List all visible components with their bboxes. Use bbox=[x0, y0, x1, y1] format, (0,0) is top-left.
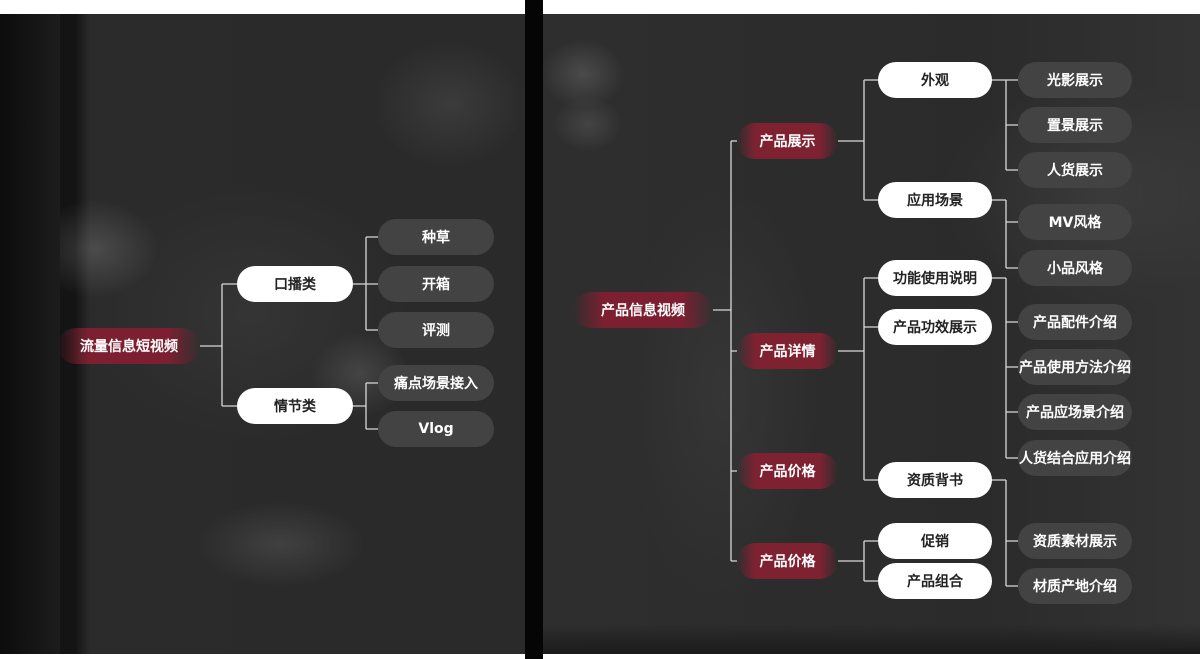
subtopic-node: 资质背书 bbox=[878, 462, 992, 498]
branch-node-qingjielei: 情节类 bbox=[237, 388, 353, 424]
detail-node: 材质产地介绍 bbox=[1018, 568, 1132, 604]
detail-node: MV风格 bbox=[1018, 204, 1132, 240]
detail-node: 产品使用方法介绍 bbox=[1018, 349, 1132, 385]
left-root-node: 流量信息短视频 bbox=[58, 328, 200, 364]
subtopic-node: 功能使用说明 bbox=[878, 260, 992, 296]
detail-node: 光影展示 bbox=[1018, 62, 1132, 98]
detail-node: 小品风格 bbox=[1018, 250, 1132, 286]
detail-node: 人货展示 bbox=[1018, 152, 1132, 188]
category-node: 产品展示 bbox=[737, 123, 838, 159]
category-node: 产品详情 bbox=[737, 333, 838, 369]
detail-node: 人货结合应用介绍 bbox=[1018, 440, 1132, 476]
subtopic-node: 促销 bbox=[878, 523, 992, 559]
category-node: 产品价格 bbox=[737, 543, 838, 579]
detail-node: 产品应场景介绍 bbox=[1018, 394, 1132, 430]
detail-node: 资质素材展示 bbox=[1018, 523, 1132, 559]
subtopic-node: 产品功效展示 bbox=[878, 309, 992, 345]
leaf-node: 痛点场景接入 bbox=[378, 365, 494, 401]
leaf-node: 种草 bbox=[378, 219, 494, 255]
right-root-node: 产品信息视频 bbox=[573, 292, 713, 328]
leaf-node: 评测 bbox=[378, 312, 494, 348]
detail-node: 产品配件介绍 bbox=[1018, 304, 1132, 340]
detail-node: 置景展示 bbox=[1018, 107, 1132, 143]
category-node: 产品价格 bbox=[737, 453, 838, 489]
right-bottom-shade bbox=[543, 624, 1200, 654]
leaf-node: 开箱 bbox=[378, 266, 494, 302]
panel-divider bbox=[525, 0, 543, 659]
left-dark-edge bbox=[0, 14, 60, 654]
leaf-node: Vlog bbox=[378, 411, 494, 447]
subtopic-node: 应用场景 bbox=[878, 182, 992, 218]
subtopic-node: 产品组合 bbox=[878, 563, 992, 599]
branch-node-kouboleil: 口播类 bbox=[237, 266, 353, 302]
subtopic-node: 外观 bbox=[878, 62, 992, 98]
